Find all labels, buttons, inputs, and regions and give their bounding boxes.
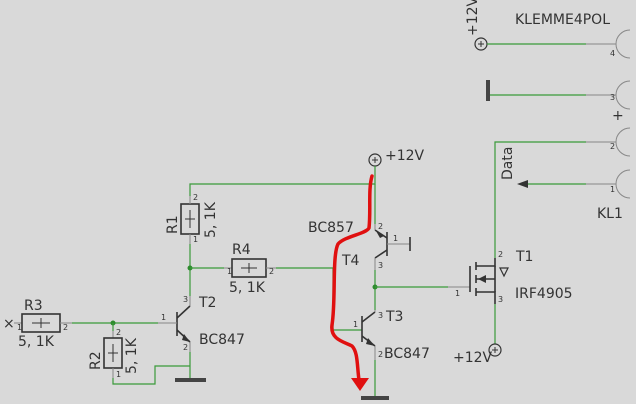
resistor-r1[interactable]: 2 1 R1 5, 1K: [165, 193, 219, 244]
transistor-t2-pin-number-base: 1: [161, 313, 166, 322]
transistor-t4-collector-leg: [374, 249, 388, 259]
transistor-t4-type: BC857: [308, 220, 354, 236]
input-marker[interactable]: ×: [3, 316, 15, 332]
transistor-t2[interactable]: 3 1 2 T2 BC847: [158, 295, 245, 352]
connector-supply-symbol: +12V: [465, 0, 488, 51]
resistor-r1-pin-number-top: 2: [193, 193, 198, 202]
data-net-label: Data: [500, 147, 516, 180]
top-supply-label: +12V: [385, 148, 425, 164]
resistor-r4-pin-number-right: 2: [269, 267, 274, 276]
connector-klemme4pol[interactable]: KLEMME4POL KL1 4 3 2 1 +: [515, 12, 631, 222]
transistor-t4-pin-number-collector: 3: [378, 261, 383, 270]
transistor-t3-pin-number-emitter: 2: [378, 350, 383, 359]
resistor-r1-value: 5, 1K: [203, 201, 219, 238]
resistor-r3[interactable]: 1 2 R3 5, 1K: [14, 298, 72, 350]
transistor-t3-type: BC847: [384, 346, 430, 362]
connector-pin-number-3: 3: [610, 93, 615, 102]
transistor-t3-pin-number-base: 1: [353, 320, 358, 329]
mosfet-t1-type: IRF4905: [515, 286, 573, 302]
mosfet-t1-pin-number-gate: 1: [455, 289, 460, 298]
resistor-r4[interactable]: 1 2 R4 5, 1K: [224, 242, 276, 296]
resistor-r4-value: 5, 1K: [229, 280, 266, 296]
input-marker-x: ×: [3, 316, 15, 332]
transistor-t2-collector-leg: [176, 305, 191, 319]
mosfet-t1[interactable]: 2 1 3 T1 IRF4905: [448, 249, 573, 304]
transistor-t2-emitter-arrow-icon: [182, 334, 190, 342]
transistor-t3-collector-leg: [361, 311, 376, 323]
resistor-r3-ref: R3: [24, 298, 43, 314]
connector-terminal-4: [615, 29, 631, 59]
highlight-current-path: [330, 174, 374, 382]
resistor-r4-pin-number-left: 1: [227, 267, 232, 276]
transistor-t2-ref: T2: [198, 295, 216, 311]
data-net-arrow-icon: [517, 180, 528, 188]
resistor-r2-ref: R2: [88, 351, 104, 370]
connector-pin-number-1: 1: [610, 185, 615, 194]
transistor-t4-emitter-leg: [374, 229, 388, 239]
mosfet-t1-arrow-icon: [478, 275, 486, 283]
transistor-t2-pin-number-collector: 3: [183, 295, 188, 304]
bottom-supply-circle: [488, 343, 502, 357]
resistor-r1-ref: R1: [165, 215, 181, 234]
wire-data-out: [494, 141, 586, 258]
bottom-supply-symbol: +12V: [453, 343, 502, 366]
transistor-t4-pin-number-emitter: 2: [378, 222, 383, 231]
wire-supply-rail: [189, 166, 376, 196]
resistor-r3-pin-number-left: 1: [17, 323, 22, 332]
transistor-t4-ref: T4: [341, 253, 360, 269]
wire-r4-to-t3-base: [276, 267, 362, 331]
bottom-supply-label: +12V: [453, 350, 493, 366]
connector-terminal-3: [615, 80, 631, 110]
mosfet-t1-drain-lead: [476, 258, 496, 267]
transistor-t3-pin-number-collector: 3: [378, 311, 383, 320]
transistor-t3[interactable]: 3 1 2 T3 BC847: [353, 309, 430, 362]
highlight-arrow-icon: [351, 378, 369, 391]
transistor-t4[interactable]: 2 1 3 BC857 T4: [308, 220, 411, 270]
connector-pin-number-2: 2: [610, 142, 615, 151]
mosfet-t1-diode-icon: [499, 267, 509, 278]
resistor-r3-value: 5, 1K: [18, 334, 55, 350]
resistor-r2-pin-number-top: 2: [116, 328, 121, 337]
mosfet-t1-source-lead: [476, 291, 496, 304]
wire-r2-to-ground: [112, 365, 190, 385]
connector-plus-sign: +: [612, 108, 624, 124]
transistor-t3-emitter-arrow-icon: [366, 338, 375, 346]
connector-ref: KL1: [597, 206, 623, 222]
transistor-t2-pin-number-emitter: 2: [183, 343, 188, 352]
connector-terminal-2: [615, 127, 631, 157]
resistor-r1-pin-number-bottom: 1: [193, 235, 198, 244]
resistor-r3-pin-number-right: 2: [63, 323, 68, 332]
top-supply-symbol: +12V: [368, 148, 425, 167]
connector-name: KLEMME4POL: [515, 12, 610, 28]
transistor-t4-emitter-arrow-icon: [376, 231, 384, 238]
connector-pin-number-4: 4: [610, 49, 615, 58]
connector-terminal-1: [615, 169, 631, 199]
transistor-t2-type: BC847: [199, 332, 245, 348]
mosfet-t1-pin-number-drain: 2: [498, 250, 503, 259]
resistor-r2-pin-number-bottom: 1: [116, 370, 121, 379]
connector-supply-label: +12V: [465, 0, 481, 36]
resistor-r2-value: 5, 1K: [124, 337, 140, 374]
mosfet-t1-ref: T1: [515, 249, 533, 265]
transistor-t3-ref: T3: [385, 309, 403, 325]
resistor-r2[interactable]: 2 1 R2 5, 1K: [88, 328, 140, 379]
resistor-r4-ref: R4: [232, 242, 251, 258]
mosfet-t1-pin-number-source: 3: [498, 295, 503, 304]
transistor-t4-pin-number-base: 1: [393, 234, 398, 243]
